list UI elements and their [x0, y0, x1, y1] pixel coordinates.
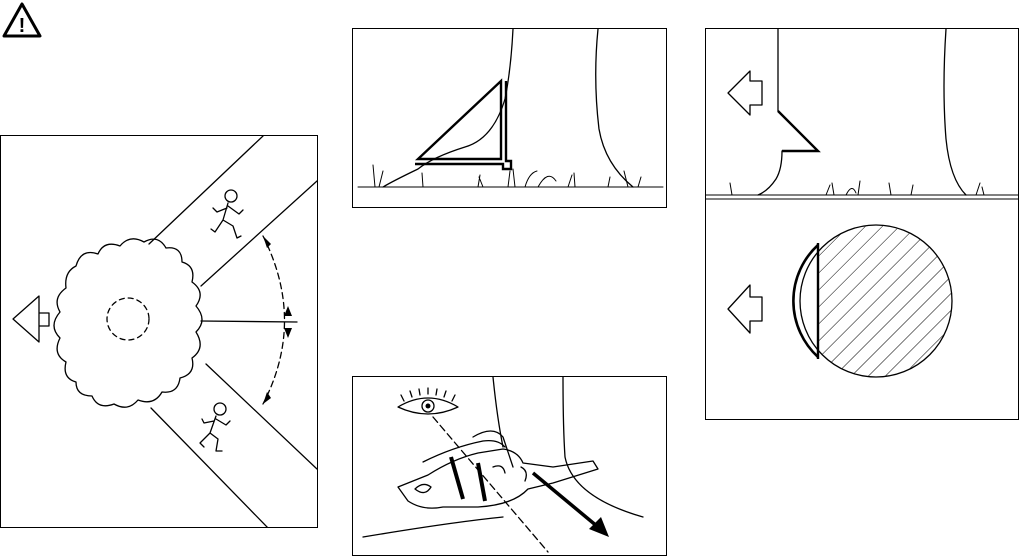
- arc-arrowhead-mid-bottom: [284, 328, 292, 338]
- hatched-stump-icon: [793, 225, 958, 385]
- arrow-left-icon: [13, 296, 49, 342]
- arc-arrowhead-top: [263, 236, 271, 248]
- fall-direction-panel: [705, 28, 1019, 420]
- arrow-left-icon: [728, 71, 762, 115]
- running-person-icon: [211, 190, 243, 238]
- warning-triangle-icon: !: [2, 2, 42, 38]
- chainsaw-icon: [398, 431, 598, 508]
- warning-symbol: !: [19, 15, 26, 37]
- arrow-left-icon: [728, 285, 762, 333]
- undercut-notch: [418, 81, 501, 159]
- sighting-panel: [352, 376, 667, 556]
- felling-zone-panel: [0, 135, 318, 528]
- arrow-down-right-icon: [533, 473, 609, 537]
- arc-arrowhead-bottom: [263, 392, 271, 404]
- arc-arrowhead-mid-top: [284, 306, 292, 316]
- running-person-icon: [200, 403, 230, 451]
- tree-crown: [54, 239, 202, 407]
- undercut-panel: [352, 28, 667, 208]
- eye-icon: [398, 388, 458, 414]
